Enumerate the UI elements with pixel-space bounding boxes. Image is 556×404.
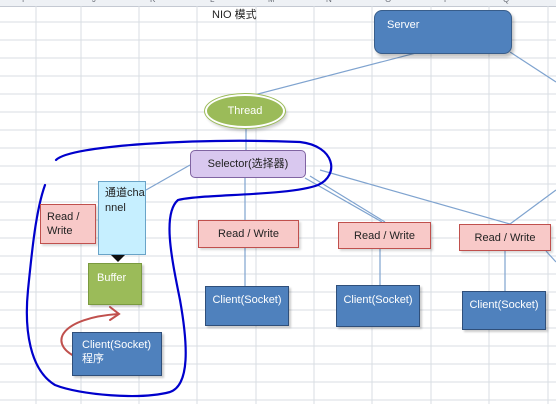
read-write-left: Read / Write	[40, 204, 96, 244]
read-write-2: Read / Write	[338, 222, 431, 249]
client-label: Client(Socket)	[82, 339, 152, 351]
client-socket-2: Client(Socket)	[336, 285, 420, 327]
connector-rw3-offscreen	[509, 189, 556, 225]
thread-node: Thread	[205, 94, 285, 128]
server-node: Server	[374, 10, 512, 54]
client-socket-1: Client(Socket)	[205, 286, 289, 326]
client-program-node: Client(Socket) 程序	[72, 332, 162, 376]
connector-selector-rw3	[319, 169, 511, 225]
connector-rw3-offscreen-2	[545, 250, 556, 263]
freehand-arrowhead	[109, 306, 121, 321]
column-letter: P	[444, 0, 449, 5]
column-letter: Q	[503, 0, 509, 5]
client-socket-3: Client(Socket)	[462, 291, 546, 330]
freehand-outline	[25, 139, 333, 398]
read-write-3: Read / Write	[459, 224, 551, 251]
connector-selector-channel	[145, 164, 191, 191]
column-letter: L	[210, 0, 214, 5]
column-letter: N	[326, 0, 332, 5]
read-write-1: Read / Write	[198, 220, 299, 248]
column-letter: M	[268, 0, 275, 5]
page-title: NIO 模式	[212, 9, 257, 21]
channel-node: 通道channel	[98, 181, 146, 255]
connector-server-offscreen	[509, 51, 556, 83]
buffer-node: Buffer	[88, 263, 142, 305]
client-program-label: 程序	[82, 353, 104, 365]
column-letter: I	[22, 0, 24, 5]
column-letter: J	[92, 0, 96, 5]
column-letter: K	[150, 0, 155, 5]
column-letter: O	[385, 0, 391, 5]
freehand-arrow	[60, 313, 119, 357]
spreadsheet-column-header: I J K L M N O P Q	[0, 0, 556, 7]
connector-thread-server	[249, 45, 444, 97]
selector-node: Selector(选择器)	[190, 150, 306, 178]
